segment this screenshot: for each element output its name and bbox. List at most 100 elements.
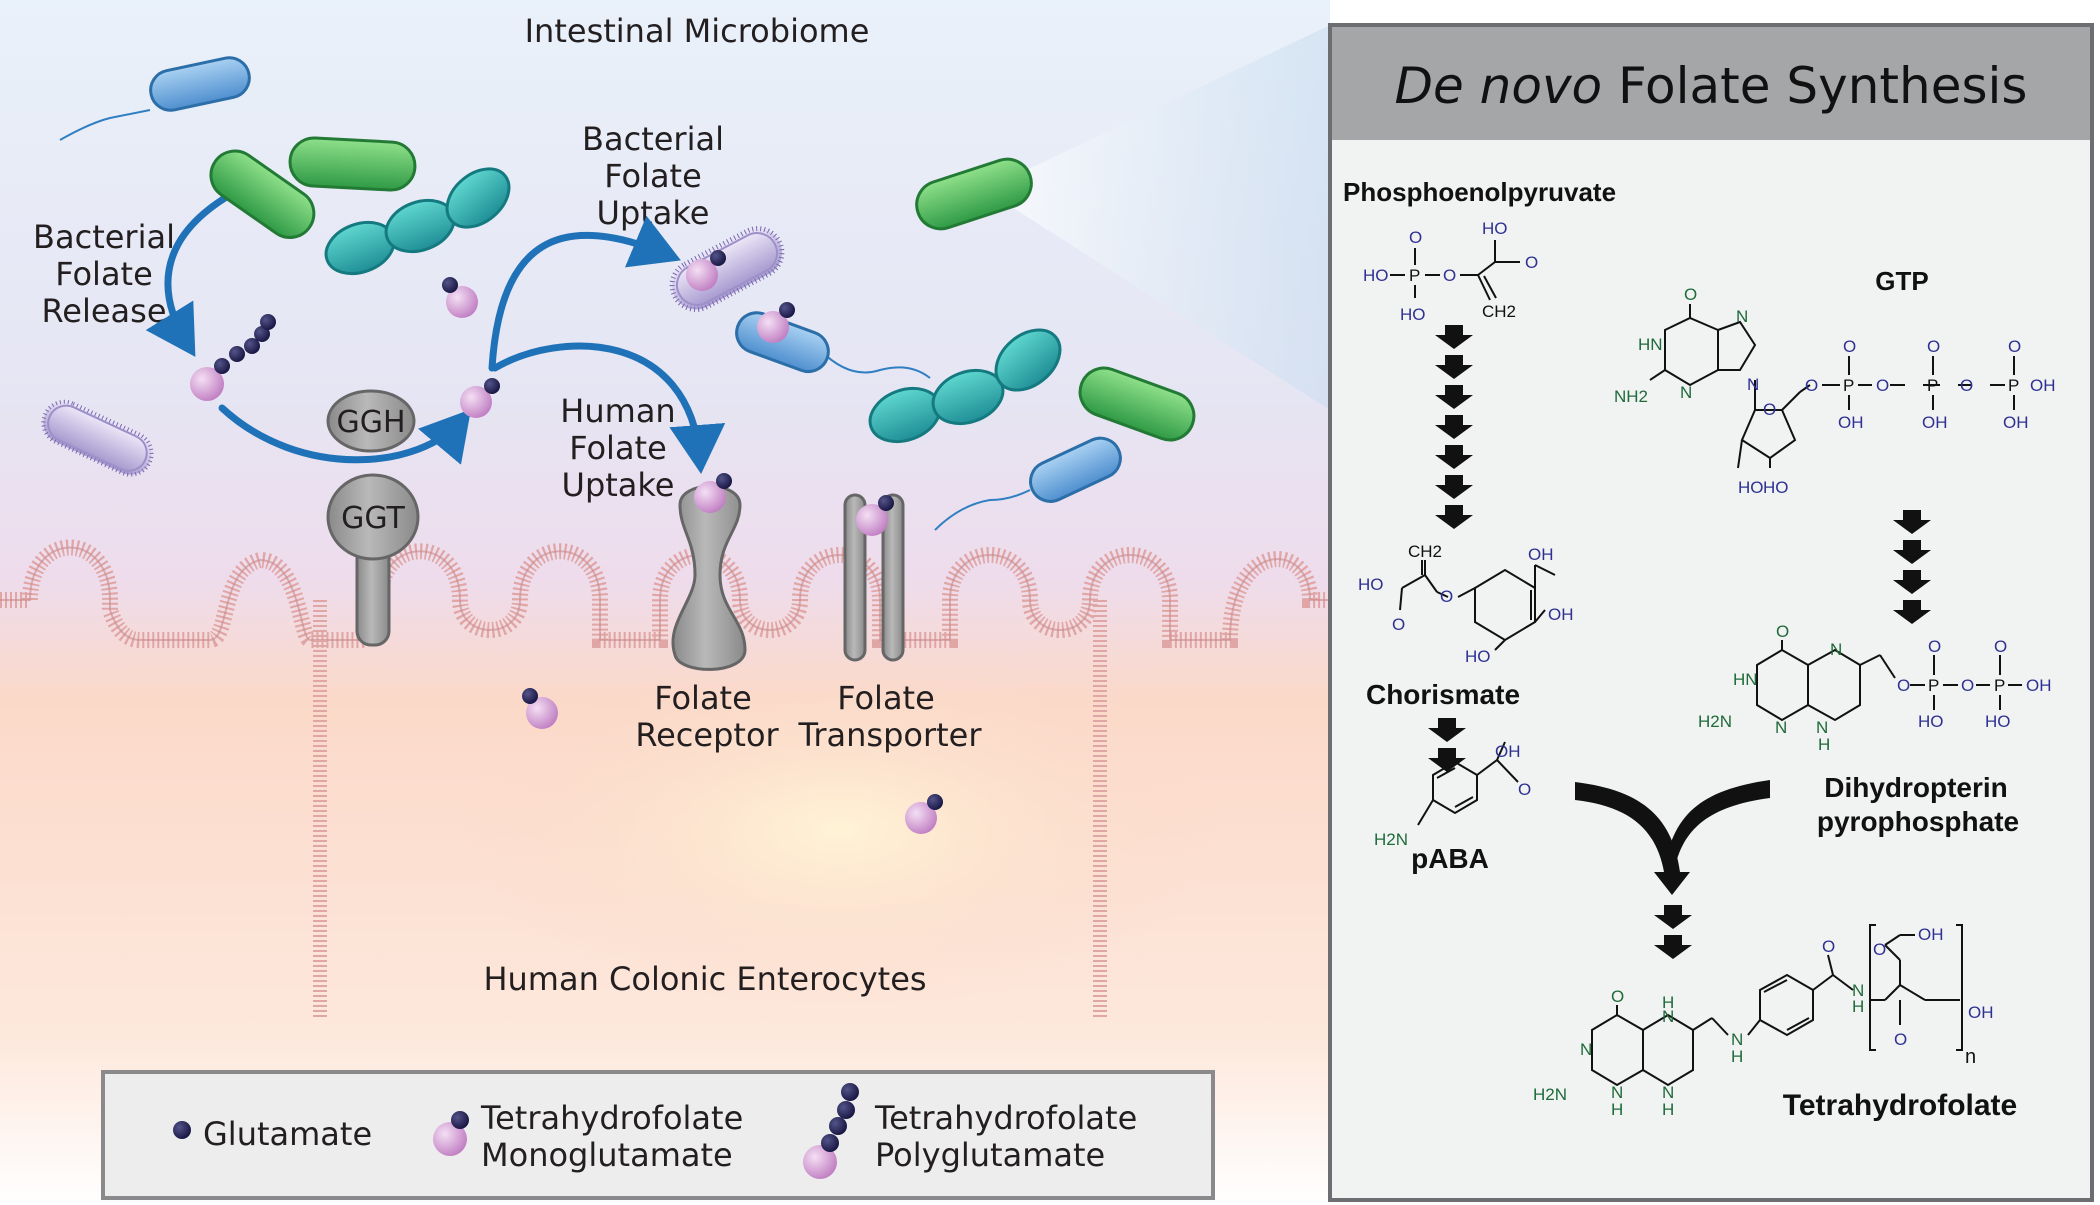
svg-text:O: O xyxy=(1409,228,1422,247)
svg-text:HN: HN xyxy=(1638,335,1663,354)
folate-receptor xyxy=(671,484,747,671)
thf-polyglutamate-release xyxy=(190,314,276,401)
panel-title: De novo Folate Synthesis xyxy=(1395,57,2028,115)
chorismate-label: Chorismate xyxy=(1366,679,1520,710)
svg-text:N: N xyxy=(1775,718,1787,737)
legend: Glutamate Tetrahydrofolate Monoglutamate… xyxy=(101,1070,1215,1200)
svg-text:O: O xyxy=(1897,676,1910,695)
bacterium-blue-3 xyxy=(934,436,1122,531)
legend-polyglutamate: Tetrahydrofolate Polyglutamate xyxy=(803,1083,1137,1179)
de-novo-panel: De novo Folate Synthesis Phosphoenolpyru… xyxy=(1328,23,2094,1202)
folate-transporter xyxy=(843,493,905,662)
label-folate-receptor: Folate Receptor xyxy=(635,679,779,754)
thf-mono-bacterial xyxy=(686,250,726,291)
svg-text:O: O xyxy=(1443,266,1456,285)
bacterium-green-2 xyxy=(288,136,417,192)
enterocyte-membrane xyxy=(0,539,1330,1020)
svg-text:O: O xyxy=(2008,337,2021,356)
svg-text:N: N xyxy=(1662,1007,1674,1026)
svg-text:P: P xyxy=(1409,266,1420,285)
svg-text:Folate: Folate xyxy=(55,255,153,293)
svg-text:OH: OH xyxy=(1495,742,1521,761)
bacterium-teal-2 xyxy=(868,328,1062,444)
bacteria xyxy=(41,56,1196,531)
thf-mono-receptor xyxy=(694,473,732,513)
svg-text:HO: HO xyxy=(1400,305,1426,324)
svg-text:O: O xyxy=(1525,253,1538,272)
svg-text:OH: OH xyxy=(1528,545,1554,564)
ggh-arrow xyxy=(218,404,472,465)
svg-text:H: H xyxy=(1662,1100,1674,1119)
pep-label: Phosphoenolpyruvate xyxy=(1343,177,1616,207)
dhpp-label-1: Dihydropterin xyxy=(1824,772,2008,803)
svg-text:O: O xyxy=(1928,637,1941,656)
svg-text:P: P xyxy=(1843,376,1854,395)
bacterium-lavender-1 xyxy=(41,399,154,477)
svg-text:HN: HN xyxy=(1733,670,1758,689)
pep-to-chorismate-arrows xyxy=(1435,325,1473,529)
svg-text:OH: OH xyxy=(1968,1003,1994,1022)
svg-text:Folate: Folate xyxy=(604,157,702,195)
svg-text:O: O xyxy=(1611,987,1624,1006)
svg-text:H: H xyxy=(1662,993,1674,1012)
thf-mono-1 xyxy=(442,277,478,318)
svg-text:Folate: Folate xyxy=(569,429,667,467)
thf-label: Tetrahydrofolate xyxy=(1783,1089,2017,1122)
svg-text:N: N xyxy=(1662,1083,1674,1102)
svg-text:O: O xyxy=(1822,937,1835,956)
svg-text:Bacterial: Bacterial xyxy=(582,120,724,158)
svg-text:H: H xyxy=(1852,997,1864,1016)
svg-text:HO: HO xyxy=(1465,647,1491,666)
thf-mono-cell-2 xyxy=(905,794,943,834)
svg-text:OH: OH xyxy=(1922,413,1948,432)
ggh-label: GGH xyxy=(336,405,405,440)
svg-text:HO: HO xyxy=(1738,478,1764,497)
svg-text:NH2: NH2 xyxy=(1614,387,1648,406)
label-human-uptake: Human Folate Uptake xyxy=(560,392,675,504)
ggt-enzyme: GGT xyxy=(326,473,420,647)
svg-text:Bacterial: Bacterial xyxy=(33,218,175,256)
svg-text:N: N xyxy=(1747,375,1759,394)
svg-text:N: N xyxy=(1830,640,1842,659)
svg-text:N: N xyxy=(1852,981,1864,1000)
svg-text:H2N: H2N xyxy=(1374,830,1408,849)
cell-glow xyxy=(460,650,1220,1010)
svg-text:CH2: CH2 xyxy=(1408,542,1442,561)
svg-text:Monoglutamate: Monoglutamate xyxy=(481,1136,733,1174)
svg-text:H2N: H2N xyxy=(1698,712,1732,731)
gtp-structure: O HN N N N NH2 O HO HO O P O P O P OH O … xyxy=(1614,285,2056,497)
svg-text:O: O xyxy=(1440,587,1453,606)
pathway-arrows xyxy=(145,188,726,474)
svg-text:HO: HO xyxy=(1482,219,1508,238)
svg-text:OH: OH xyxy=(2030,376,2056,395)
label-bacterial-release: Bacterial Folate Release xyxy=(33,218,175,330)
zoom-beam xyxy=(985,25,1330,410)
svg-text:P: P xyxy=(1994,676,2005,695)
svg-text:O: O xyxy=(1518,780,1531,799)
dhpp-label-2: pyrophosphate xyxy=(1817,806,2019,837)
svg-text:N: N xyxy=(1731,1030,1743,1049)
svg-text:Polyglutamate: Polyglutamate xyxy=(875,1136,1105,1174)
svg-text:P: P xyxy=(1928,676,1939,695)
svg-text:N: N xyxy=(1816,718,1828,737)
svg-text:O: O xyxy=(1392,615,1405,634)
bacterium-blue-1 xyxy=(59,56,251,141)
svg-text:HO: HO xyxy=(1763,478,1789,497)
svg-text:OH: OH xyxy=(1918,925,1944,944)
bacterium-green-3 xyxy=(915,157,1033,231)
bacterial-uptake-arrow xyxy=(488,215,681,372)
svg-text:CH2: CH2 xyxy=(1482,302,1516,321)
svg-text:P: P xyxy=(2008,376,2019,395)
svg-text:OH: OH xyxy=(1838,413,1864,432)
synthesis-arrows xyxy=(1428,325,1931,959)
human-uptake-arrow xyxy=(491,342,726,474)
svg-text:HO: HO xyxy=(1358,575,1384,594)
legend-monoglutamate: Tetrahydrofolate Monoglutamate xyxy=(433,1099,743,1174)
svg-text:N: N xyxy=(1580,1040,1592,1059)
svg-text:Release: Release xyxy=(41,292,166,330)
svg-text:H: H xyxy=(1611,1100,1623,1119)
svg-text:Human: Human xyxy=(560,392,675,430)
svg-text:H2N: H2N xyxy=(1533,1085,1567,1104)
svg-text:HO: HO xyxy=(1363,266,1389,285)
